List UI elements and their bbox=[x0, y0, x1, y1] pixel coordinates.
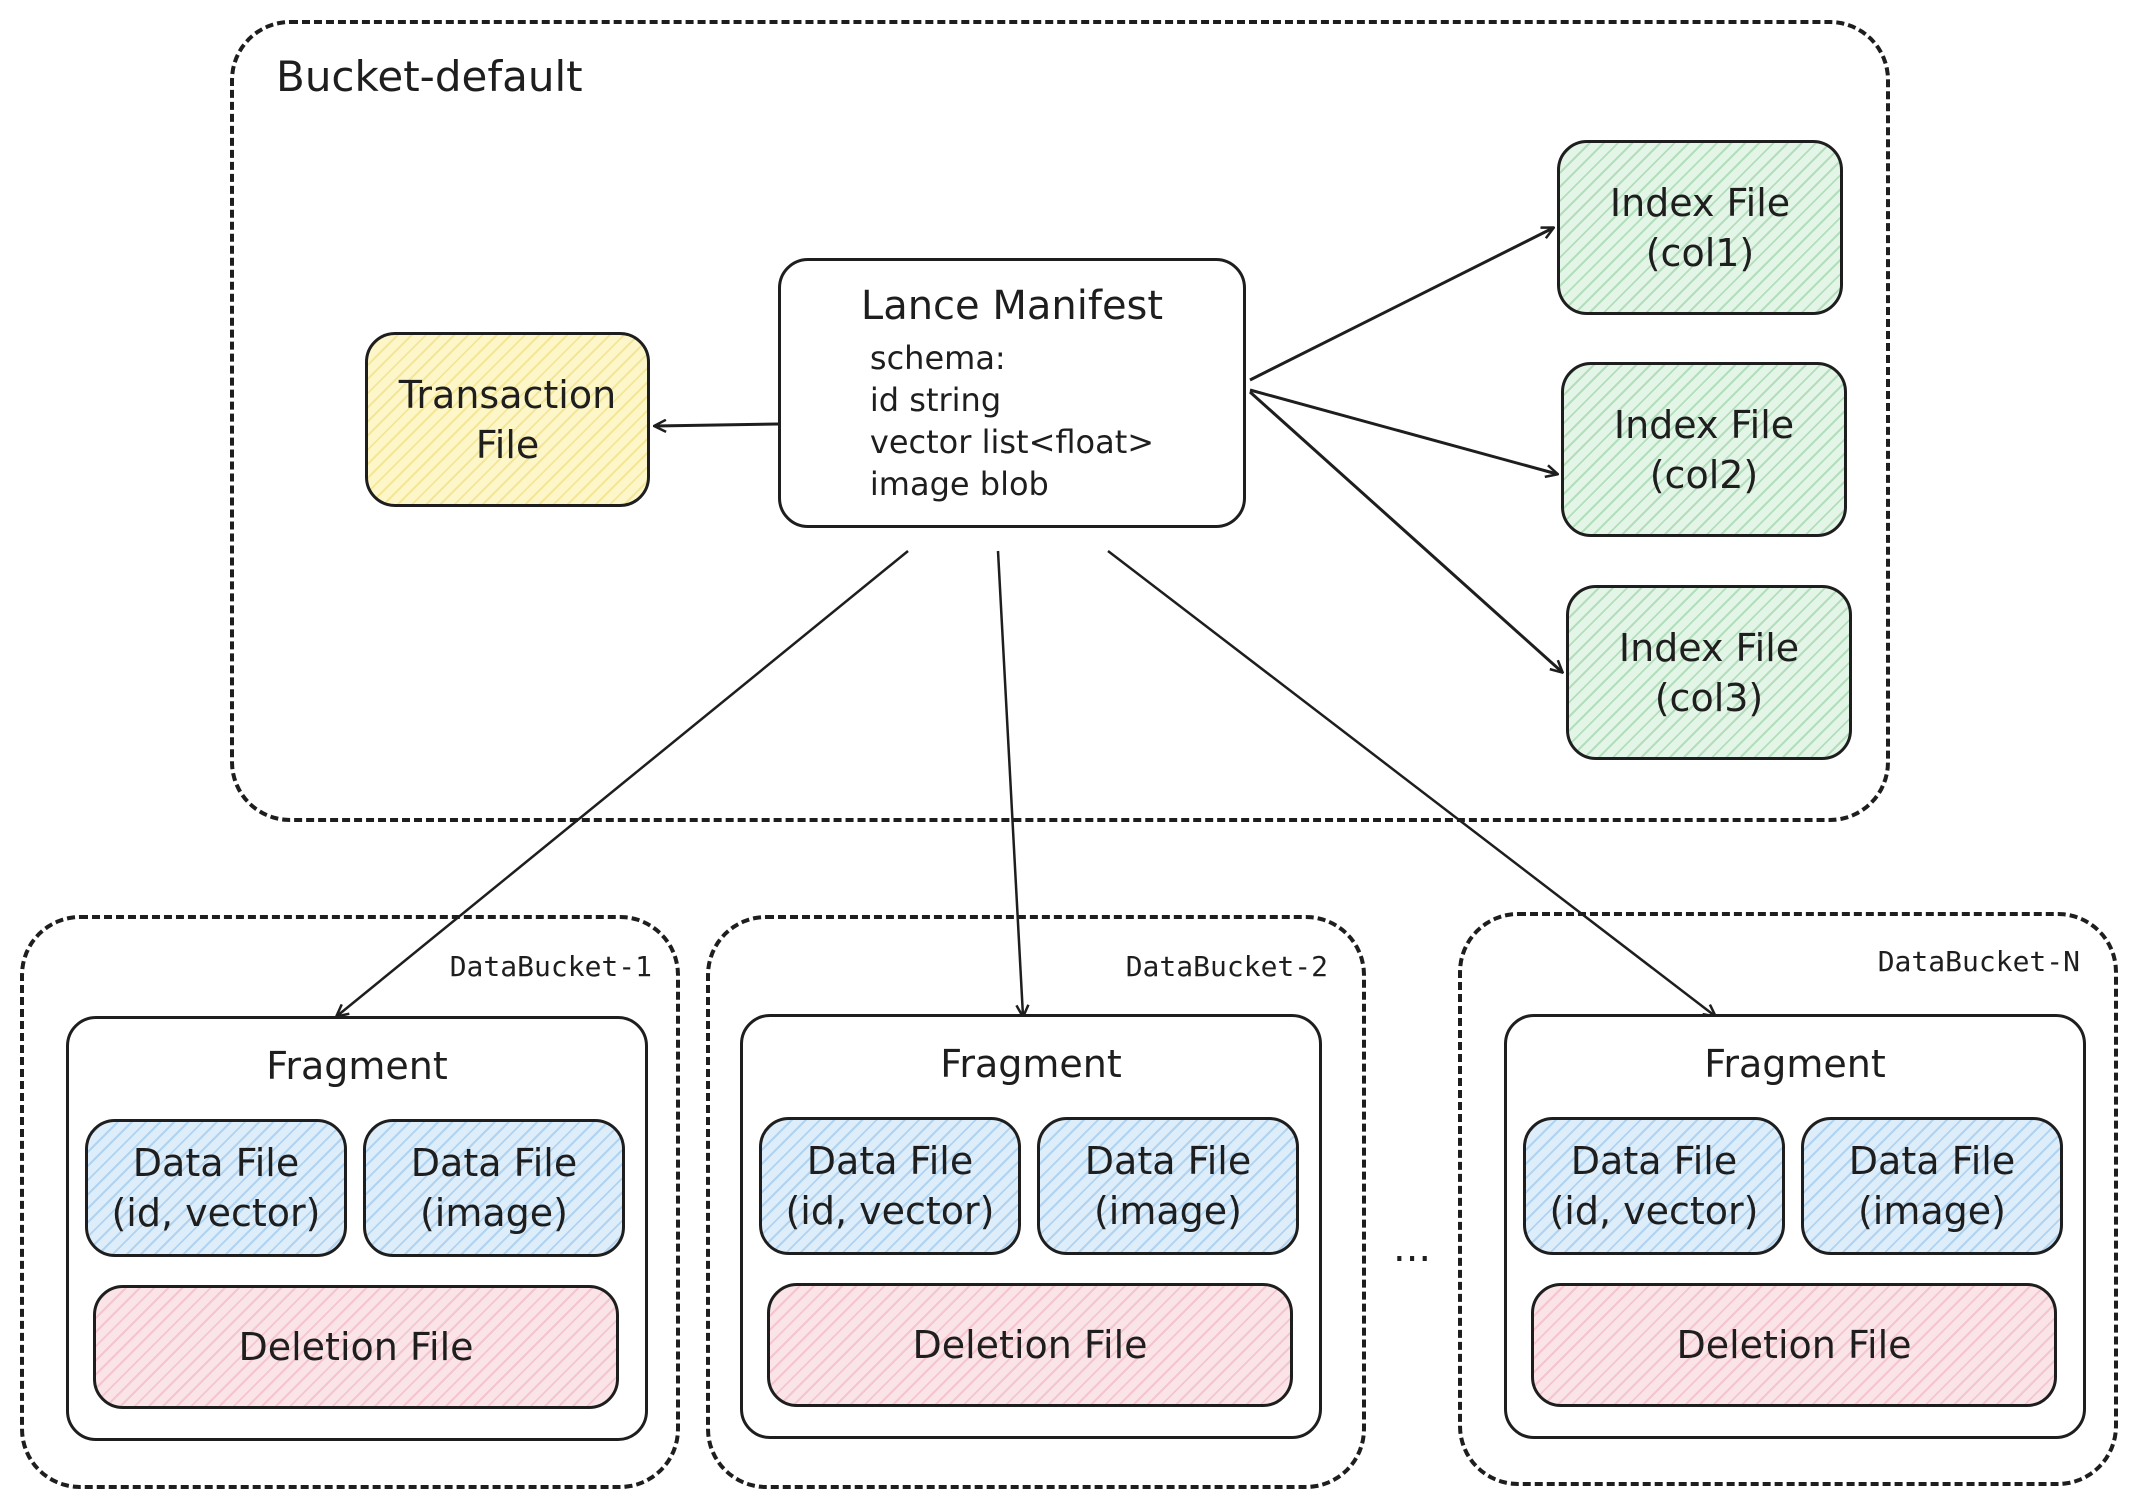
index-file-col3: Index File (col3) bbox=[1566, 585, 1852, 760]
data-file-line1: Data File bbox=[1848, 1139, 2016, 1183]
fragment-1-title: Fragment bbox=[266, 1044, 448, 1088]
data-file-image: Data File (image) bbox=[1037, 1117, 1299, 1255]
fragment-2-title: Fragment bbox=[940, 1042, 1122, 1086]
data-file-line1: Data File bbox=[410, 1141, 578, 1185]
index-file-line2: (col2) bbox=[1649, 452, 1759, 497]
schema-line: image blob bbox=[869, 465, 1049, 503]
bucket-default-label: Bucket-default bbox=[276, 52, 583, 101]
data-file-line2: (id, vector) bbox=[1549, 1189, 1759, 1233]
deletion-file-label: Deletion File bbox=[238, 1325, 474, 1369]
index-file-col1: Index File (col1) bbox=[1557, 140, 1843, 315]
arrow-manifest-to-transaction bbox=[655, 424, 779, 426]
data-file-line2: (image) bbox=[1093, 1189, 1242, 1233]
arrow-manifest-to-index-col1 bbox=[1249, 228, 1553, 382]
fragment-2-box: Fragment Data File (id, vector) Data Fil… bbox=[740, 1014, 1322, 1439]
fragment-n-title: Fragment bbox=[1704, 1042, 1886, 1086]
data-file-line2: (id, vector) bbox=[111, 1191, 321, 1235]
lance-manifest-box: Lance Manifest schema: id string vector … bbox=[778, 258, 1246, 528]
data-file-image: Data File (image) bbox=[1801, 1117, 2063, 1255]
deletion-file-label: Deletion File bbox=[912, 1323, 1148, 1367]
data-file-line1: Data File bbox=[132, 1141, 300, 1185]
index-file-col2: Index File (col2) bbox=[1561, 362, 1847, 537]
data-bucket-1-region bbox=[20, 915, 680, 1489]
deletion-file-box: Deletion File bbox=[1531, 1283, 2057, 1407]
transaction-file-line2: File bbox=[475, 422, 540, 467]
index-file-line1: Index File bbox=[1609, 180, 1791, 225]
deletion-file-label: Deletion File bbox=[1676, 1323, 1912, 1367]
data-file-id-vector: Data File (id, vector) bbox=[759, 1117, 1021, 1255]
schema-line: schema: bbox=[869, 339, 1006, 377]
data-bucket-n-label: DataBucket-N bbox=[1877, 945, 2080, 978]
bucket-default-region bbox=[230, 20, 1890, 822]
data-file-image: Data File (image) bbox=[363, 1119, 625, 1257]
index-file-line2: (col3) bbox=[1654, 675, 1764, 720]
more-buckets-ellipsis: ... bbox=[1393, 1225, 1432, 1271]
fragment-1-box: Fragment Data File (id, vector) Data Fil… bbox=[66, 1016, 648, 1441]
data-file-id-vector: Data File (id, vector) bbox=[1523, 1117, 1785, 1255]
deletion-file-box: Deletion File bbox=[93, 1285, 619, 1409]
index-file-line2: (col1) bbox=[1645, 230, 1755, 275]
data-file-id-vector: Data File (id, vector) bbox=[85, 1119, 347, 1257]
data-bucket-2-region bbox=[706, 915, 1366, 1489]
arrow-manifest-to-bucket-n bbox=[1107, 550, 1715, 1016]
data-file-line1: Data File bbox=[806, 1139, 974, 1183]
fragment-n-box: Fragment Data File (id, vector) Data Fil… bbox=[1504, 1014, 2086, 1439]
data-file-line2: (id, vector) bbox=[785, 1189, 995, 1233]
data-file-line2: (image) bbox=[1857, 1189, 2006, 1233]
index-file-line1: Index File bbox=[1618, 625, 1800, 670]
schema-line: id string bbox=[869, 381, 1002, 419]
manifest-title: Lance Manifest bbox=[860, 283, 1164, 329]
data-bucket-2-label: DataBucket-2 bbox=[1125, 950, 1328, 983]
schema-line: vector list<float> bbox=[869, 423, 1155, 461]
data-file-line2: (image) bbox=[419, 1191, 568, 1235]
arrow-manifest-to-index-col2 bbox=[1249, 388, 1557, 474]
index-file-line1: Index File bbox=[1613, 402, 1795, 447]
deletion-file-box: Deletion File bbox=[767, 1283, 1293, 1407]
transaction-file-box: Transaction File bbox=[365, 332, 650, 507]
manifest-schema: schema: id string vector list<float> ima… bbox=[870, 337, 1154, 505]
transaction-file-line1: Transaction bbox=[398, 372, 617, 417]
data-file-line1: Data File bbox=[1570, 1139, 1738, 1183]
data-bucket-n-region bbox=[1458, 912, 2118, 1486]
data-bucket-1-label: DataBucket-1 bbox=[449, 950, 652, 983]
arrow-manifest-to-bucket-1 bbox=[337, 550, 909, 1016]
arrow-manifest-to-bucket-2 bbox=[996, 550, 1023, 1016]
data-file-line1: Data File bbox=[1084, 1139, 1252, 1183]
arrow-manifest-to-index-col3 bbox=[1248, 390, 1562, 672]
